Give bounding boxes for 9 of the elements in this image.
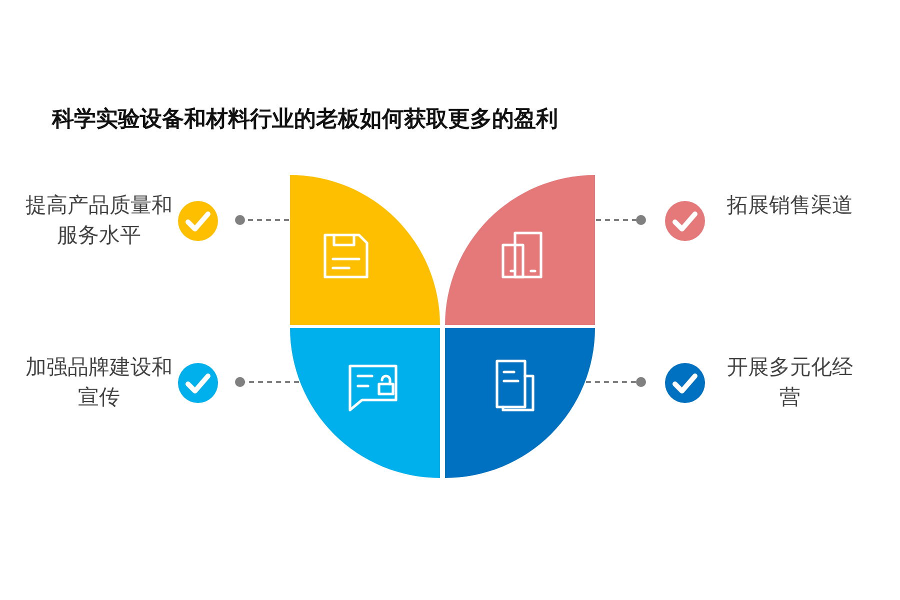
- item-label: 加强品牌建设和宣传: [24, 354, 174, 411]
- leader-line: [235, 215, 289, 225]
- leader-line: [235, 377, 300, 387]
- item-label: 提高产品质量和服务水平: [24, 192, 174, 249]
- item-label: 拓展销售渠道: [726, 192, 854, 219]
- item-label: 开展多元化经营: [726, 354, 854, 411]
- title: 科学实验设备和材料行业的老板如何获取更多的盈利: [52, 106, 558, 134]
- leader-line: [586, 377, 646, 387]
- leader-line: [596, 215, 646, 225]
